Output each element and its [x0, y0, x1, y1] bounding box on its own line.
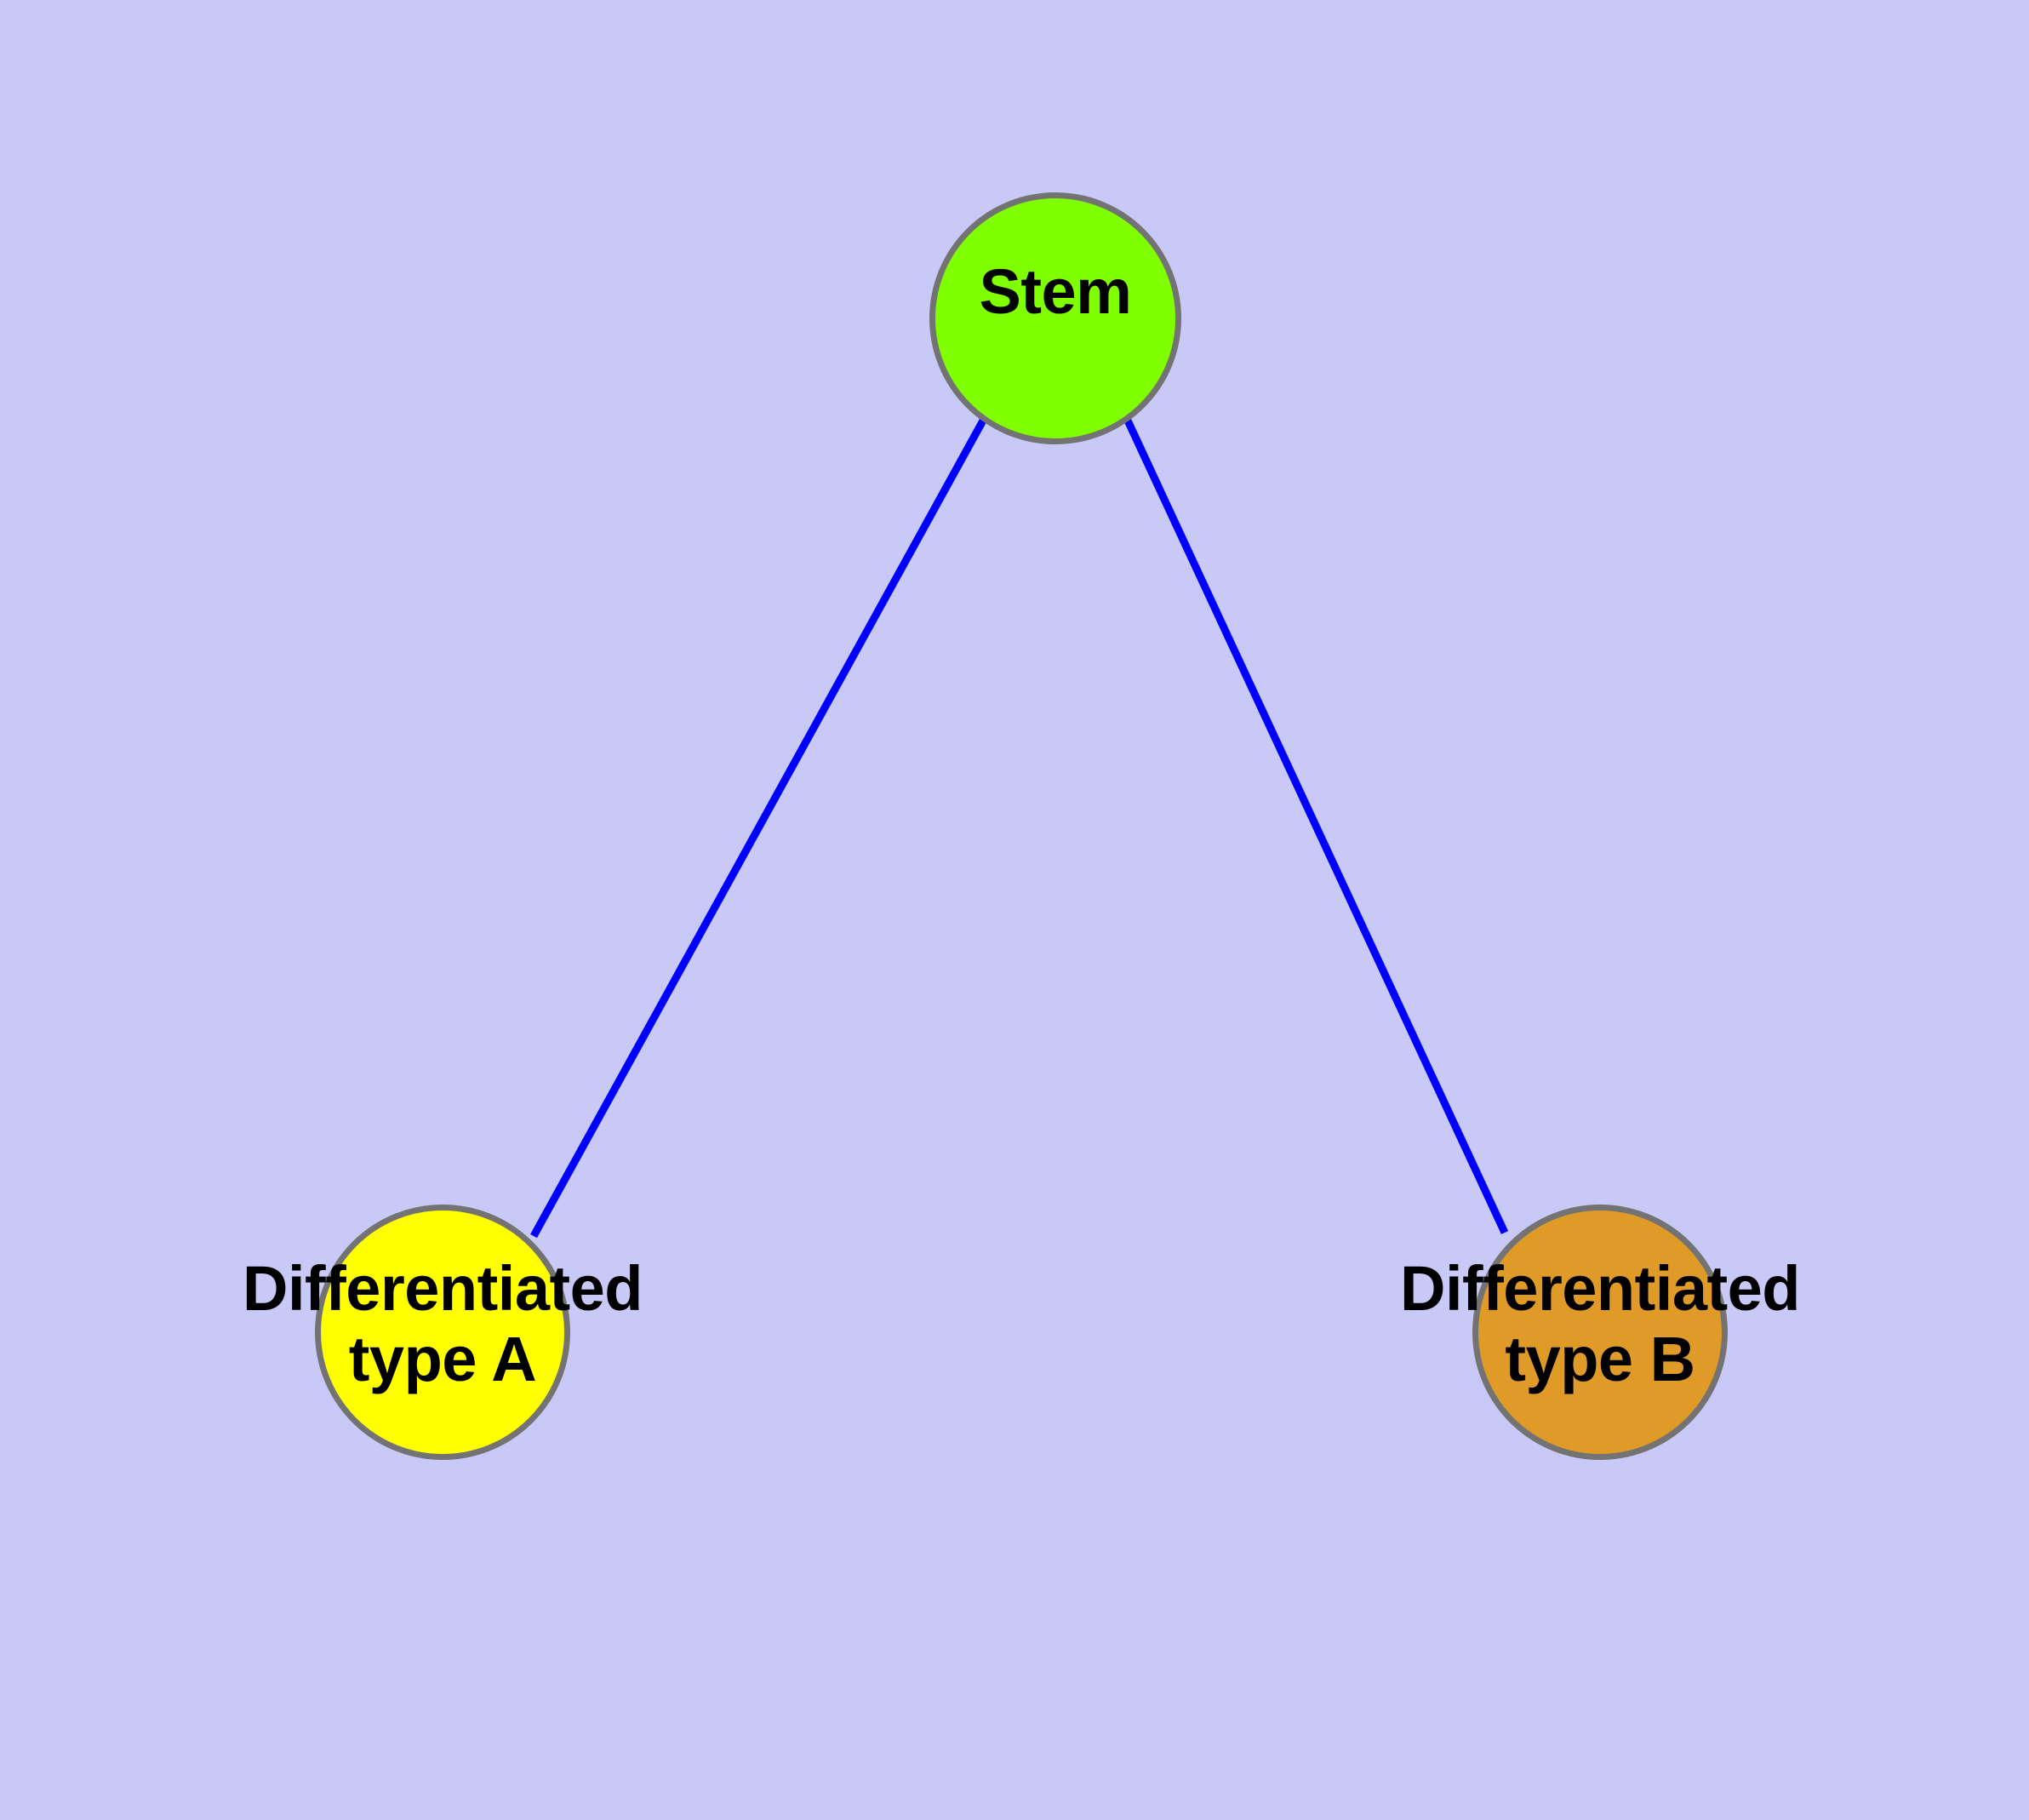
node-stem[interactable]: [929, 192, 1181, 444]
edge-stem-to-differentiated-type-a: [530, 418, 986, 1239]
edge-stem-to-differentiated-type-b: [1123, 419, 1509, 1234]
node-differentiated-type-b[interactable]: [1472, 1205, 1728, 1460]
node-differentiated-type-a[interactable]: [315, 1205, 570, 1460]
